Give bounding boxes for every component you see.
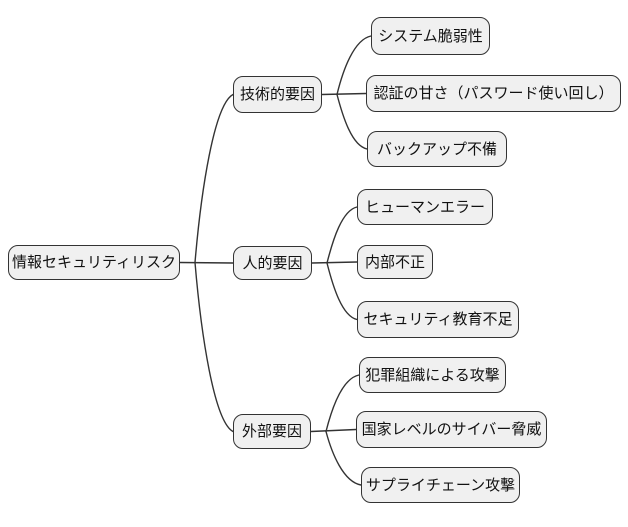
mindmap-node-label: ヒューマンエラー: [364, 197, 485, 216]
mindmap-node-label: 犯罪組織による攻撃: [365, 365, 500, 384]
mindmap-node-label: 内部不正: [364, 252, 425, 271]
mindmap-node-human-2: 内部不正: [357, 245, 433, 279]
mindmap-node-label: セキュリティ教育不足: [363, 310, 513, 328]
mindmap-node-ext-1: 犯罪組織による攻撃: [359, 357, 506, 393]
edge-ext-ext-3: [325, 430, 362, 486]
edge-tech-tech-1: [336, 35, 372, 96]
edge-root-human: [179, 261, 234, 264]
mindmap-node-human-1: ヒューマンエラー: [357, 189, 493, 225]
edge-human-human-2: [311, 261, 358, 264]
mindmap-node-ext: 外部要因: [233, 414, 311, 449]
mindmap-node-human: 人的要因: [233, 246, 312, 280]
edge-ext-ext-1: [325, 374, 360, 433]
edge-root-ext: [194, 261, 234, 433]
edge-human-human-3: [326, 262, 358, 321]
mindmap-node-tech-2: 認証の甘さ（パスワード使い回し）: [366, 75, 621, 112]
mindmap-node-label: 国家レベルのサイバー脅威: [361, 420, 542, 438]
mindmap-node-label: 情報セキュリティリスク: [11, 253, 177, 271]
mindmap-node-label: サプライチェーン攻撃: [365, 475, 516, 494]
mindmap-node-ext-2: 国家レベルのサイバー脅威: [356, 411, 547, 448]
edge-root-tech: [194, 93, 234, 264]
mindmap-node-tech-1: システム脆弱性: [371, 17, 490, 55]
edge-human-human-1: [326, 206, 358, 264]
mindmap-node-tech: 技術的要因: [233, 76, 322, 113]
mindmap-node-human-3: セキュリティ教育不足: [357, 301, 519, 338]
edge-tech-tech-3: [336, 93, 368, 150]
mindmap-node-label: バックアップ不備: [376, 139, 497, 158]
edge-tech-tech-2: [321, 92, 367, 96]
edge-ext-ext-2: [310, 428, 357, 433]
mindmap-node-root: 情報セキュリティリスク: [8, 245, 180, 280]
mindmap-node-ext-3: サプライチェーン攻撃: [361, 467, 520, 503]
mindmap-node-label: 外部要因: [241, 422, 302, 440]
mindmap-node-tech-3: バックアップ不備: [367, 131, 507, 167]
mindmap-node-label: 技術的要因: [239, 85, 315, 103]
mindmap-node-label: 人的要因: [242, 253, 303, 272]
mindmap-node-label: システム脆弱性: [378, 26, 483, 45]
mindmap-node-label: 認証の甘さ（パスワード使い回し）: [373, 84, 614, 102]
